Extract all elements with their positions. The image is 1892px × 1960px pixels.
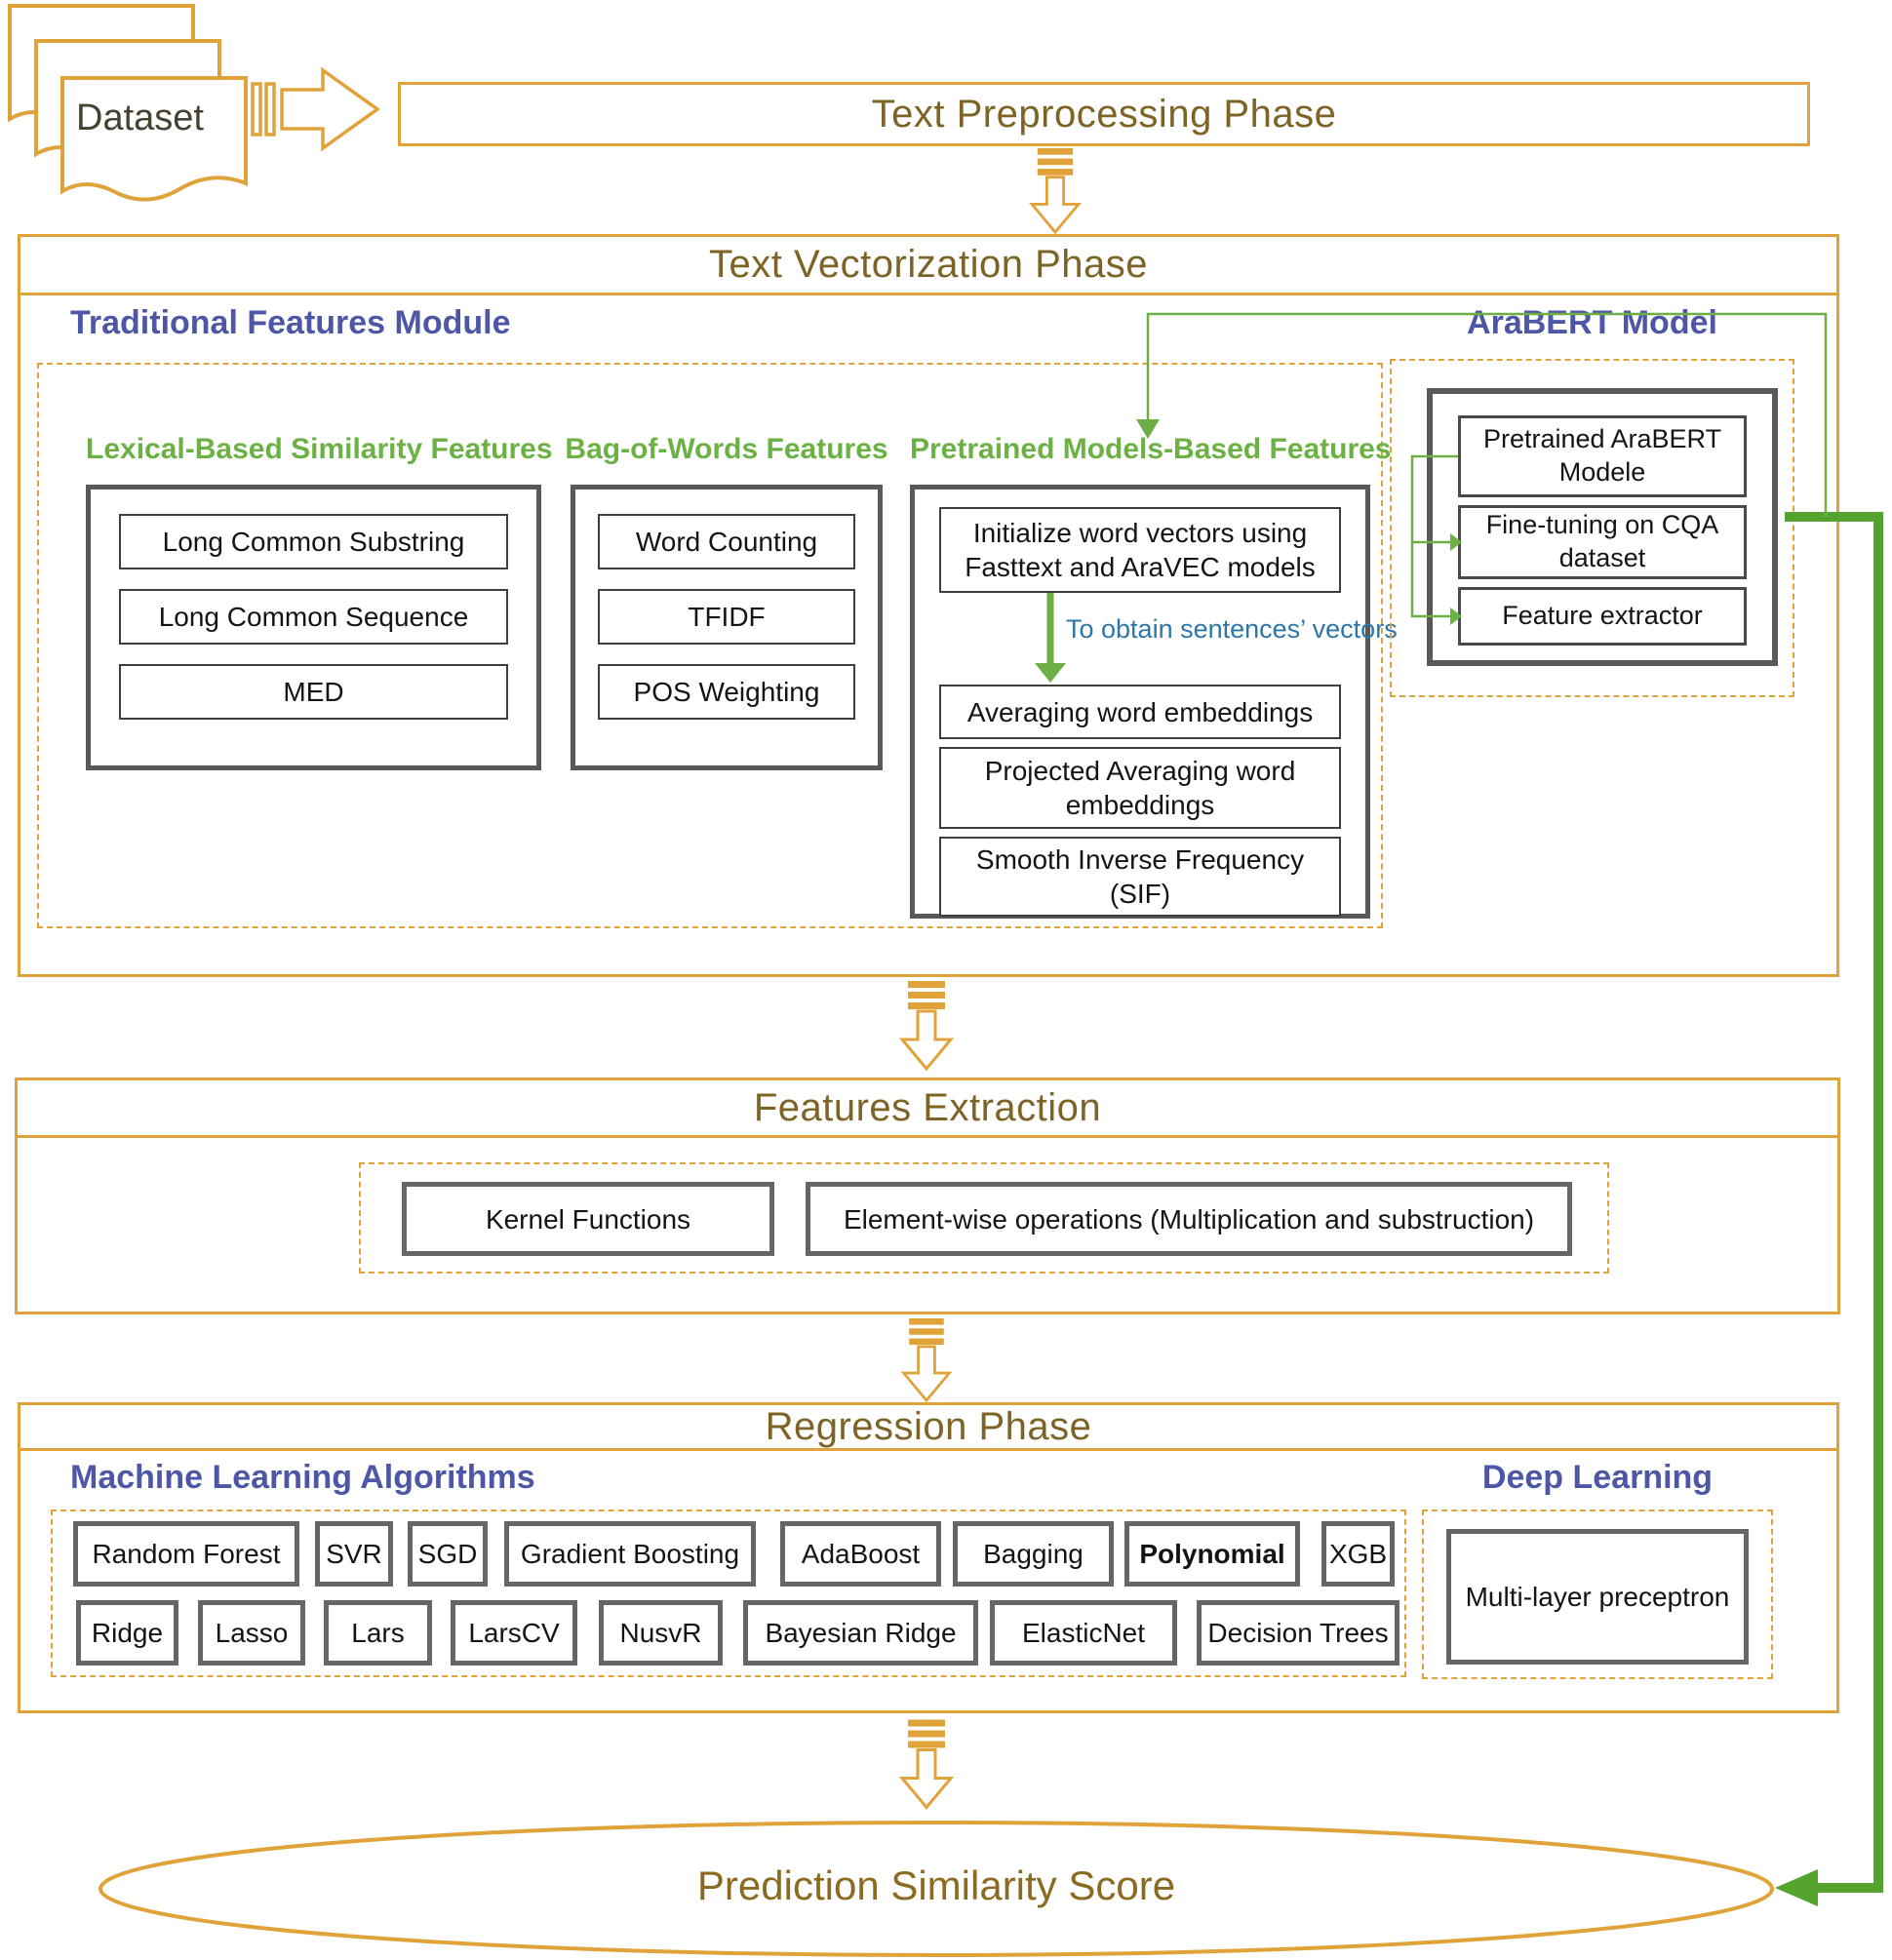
dataset-label: Dataset [76, 98, 204, 138]
bow-item: POS Weighting [598, 664, 855, 720]
extraction-title: Features Extraction [753, 1085, 1102, 1129]
preprocessing-title: Text Preprocessing Phase [871, 92, 1337, 136]
pretrained-item: Projected Averaging word embeddings [939, 747, 1341, 829]
output-ellipse [98, 1820, 1775, 1958]
extraction-item: Kernel Functions [402, 1182, 774, 1256]
preprocessing-phase-bar: Text Preprocessing Phase [398, 82, 1810, 146]
ml-algorithm: LarsCV [451, 1600, 577, 1666]
output-ellipse-shape [99, 1821, 1774, 1957]
pretrained-heading: Pretrained Models-Based Features [910, 433, 1392, 465]
arabert-item: Pretrained AraBERT Modele [1458, 415, 1747, 497]
ml-algorithm: Lars [324, 1600, 432, 1666]
regression-phase-header: Regression Phase [20, 1405, 1836, 1451]
ml-algorithm: Decision Trees [1197, 1600, 1399, 1666]
extraction-item: Element-wise operations (Multiplication … [806, 1182, 1572, 1256]
traditional-module-title: Traditional Features Module [70, 304, 511, 341]
vectorization-title: Text Vectorization Phase [708, 243, 1149, 286]
bow-heading: Bag-of-Words Features [565, 433, 888, 465]
vectorization-phase-header: Text Vectorization Phase [20, 237, 1836, 295]
ml-algorithm: Polynomial [1124, 1521, 1300, 1587]
ml-algorithm: Bayesian Ridge [743, 1600, 978, 1666]
extraction-dashed-container [359, 1162, 1609, 1274]
ml-algorithm: SVR [315, 1521, 393, 1587]
ml-algorithm: Gradient Boosting [504, 1521, 756, 1587]
ml-algorithm: Random Forest [73, 1521, 299, 1587]
flow-arrow-extraction-to-regression [892, 1318, 961, 1402]
arabert-item: Feature extractor [1458, 587, 1747, 646]
ml-algorithm: Lasso [198, 1600, 305, 1666]
regression-title: Regression Phase [765, 1404, 1092, 1448]
arrowhead-into-output [1775, 1869, 1818, 1906]
flow-arrow-regression-to-output [892, 1718, 961, 1811]
lexical-item: Long Common Sequence [119, 589, 508, 645]
arabert-item: Fine-tuning on CQA dataset [1458, 505, 1747, 579]
ml-dashed-container [51, 1509, 1406, 1677]
ml-algorithm: Ridge [76, 1600, 178, 1666]
lexical-item: MED [119, 664, 508, 720]
stacked-documents-icon [8, 4, 248, 202]
pretrained-init-box: Initialize word vectors using Fasttext a… [939, 507, 1341, 593]
flow-arrow-preprocessing-to-vectorization [1021, 148, 1089, 234]
traditional-module-container [37, 363, 1383, 928]
bow-item: Word Counting [598, 514, 855, 569]
dl-item: Multi-layer preceptron [1446, 1529, 1749, 1665]
lexical-item: Long Common Substring [119, 514, 508, 569]
flow-arrow-vectorization-to-extraction [892, 981, 961, 1071]
dataset-documents-icon: Dataset [6, 2, 259, 212]
ml-algorithm: XGB [1321, 1521, 1395, 1587]
striped-down-arrow-icon [898, 1719, 955, 1810]
striped-right-arrow-icon [251, 66, 381, 152]
ml-algorithm: ElasticNet [990, 1600, 1177, 1666]
bow-item: TFIDF [598, 589, 855, 645]
arabert-title: AraBERT Model [1467, 304, 1717, 341]
striped-down-arrow-icon [900, 1318, 953, 1402]
dl-heading: Deep Learning [1481, 1459, 1714, 1496]
striped-down-arrow-icon [1029, 148, 1082, 234]
pretrained-item: Smooth Inverse Frequency (SIF) [939, 837, 1341, 917]
extraction-phase-header: Features Extraction [18, 1080, 1837, 1138]
pretrained-arrow-label: To obtain sentences’ vectors [1066, 614, 1398, 644]
output-title: Prediction Similarity Score [696, 1862, 1176, 1908]
ml-algorithm: Bagging [953, 1521, 1114, 1587]
dl-dashed-container [1422, 1509, 1773, 1679]
ml-algorithm: AdaBoost [780, 1521, 941, 1587]
lexical-heading: Lexical-Based Similarity Features [86, 433, 553, 465]
ml-algorithm: SGD [408, 1521, 488, 1587]
pretrained-item: Averaging word embeddings [939, 685, 1341, 739]
striped-down-arrow-icon [898, 981, 955, 1071]
ml-heading: Machine Learning Algorithms [70, 1459, 535, 1496]
flow-arrow-dataset-to-preprocessing [250, 66, 386, 154]
ml-algorithm: NusvR [599, 1600, 723, 1666]
